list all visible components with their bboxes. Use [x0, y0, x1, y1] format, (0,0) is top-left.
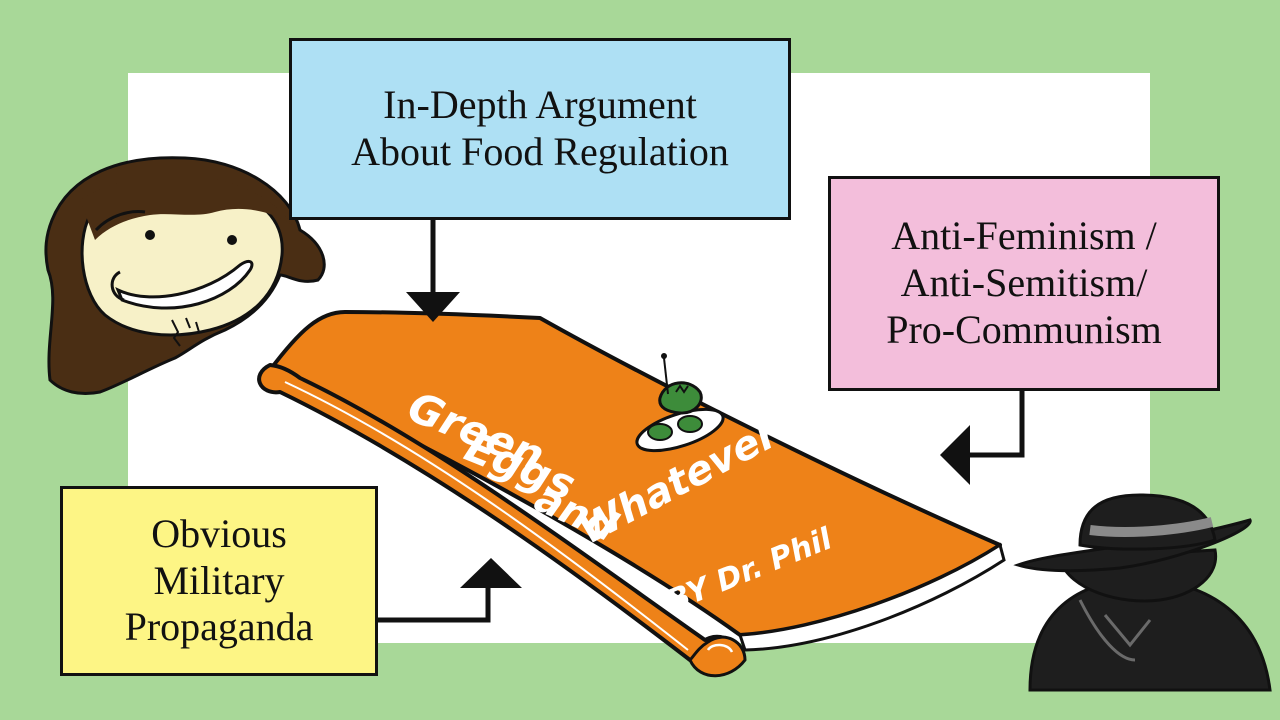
military-line-2: Military — [153, 557, 285, 603]
ideology-line-1: Anti-Feminism / — [891, 213, 1157, 259]
arrow-down-icon — [406, 220, 460, 322]
book — [257, 310, 1006, 678]
arrow-up-icon — [378, 558, 522, 623]
military-line-3: Propaganda — [124, 604, 314, 650]
narrator-face-icon — [44, 156, 326, 395]
food-regulation-box: In-Depth Argument About Food Regulation — [289, 38, 791, 220]
spy-hat-icon — [1013, 493, 1272, 692]
arrow-left-icon — [940, 391, 1025, 485]
ideology-line-2: Anti-Semitism/ — [900, 260, 1148, 306]
food-line-2: About Food Regulation — [351, 129, 729, 174]
military-propaganda-box: Obvious Military Propaganda — [60, 486, 378, 676]
ideology-box: Anti-Feminism / Anti-Semitism/ Pro-Commu… — [828, 176, 1220, 391]
military-line-1: Obvious — [151, 510, 287, 556]
food-line-1: In-Depth Argument — [383, 82, 697, 128]
green-eggs-plate-icon — [635, 353, 725, 453]
ideology-line-3: Pro-Communism — [886, 306, 1162, 352]
